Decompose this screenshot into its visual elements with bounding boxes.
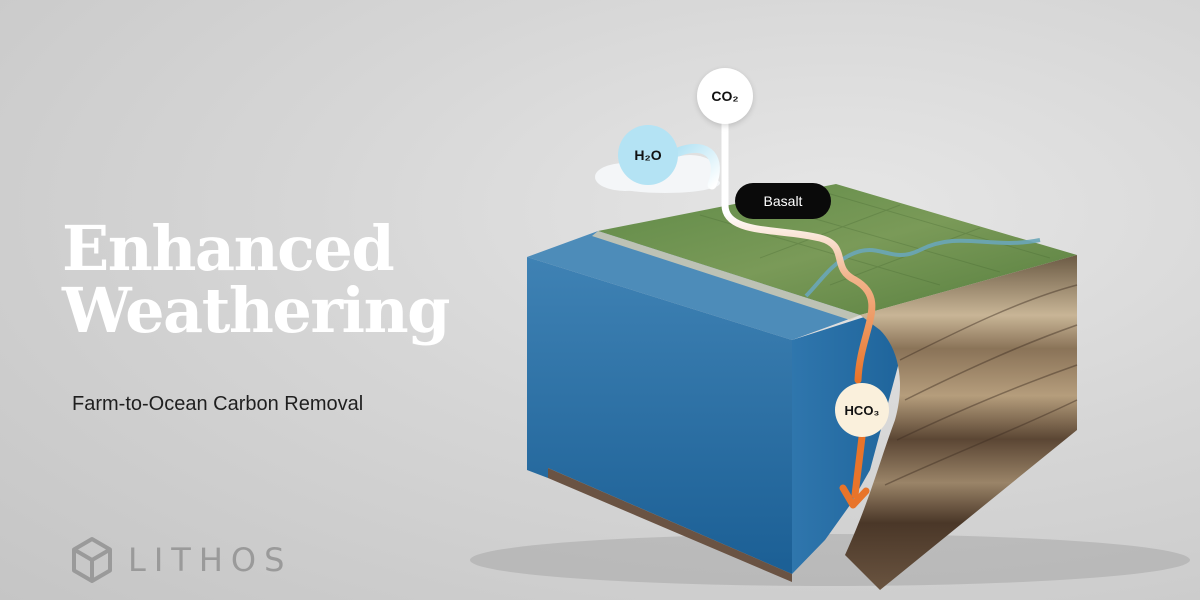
h2o-bubble: H₂O [618, 125, 678, 185]
strata-bands [884, 284, 1078, 486]
basalt-label: Basalt [735, 183, 831, 219]
sea-surface [527, 231, 860, 340]
hexagon-cube-icon [72, 537, 112, 583]
ocean-flow-line [851, 433, 866, 499]
water-side-face [527, 257, 792, 574]
water-vapor-flow [673, 143, 720, 190]
co2-bubble: CO₂ [697, 68, 753, 124]
hco3-bubble: HCO₃ [835, 383, 889, 437]
beach [592, 231, 860, 320]
water-front-face [792, 312, 905, 574]
headline: Enhanced Weathering [62, 212, 451, 347]
brand-name: LITHOS [128, 541, 293, 579]
river [804, 238, 1041, 298]
headline-line-2: Weathering [62, 274, 451, 347]
subtitle: Farm-to-Ocean Carbon Removal [72, 393, 364, 415]
carbon-flow-line [721, 120, 876, 384]
seabed-left [548, 468, 792, 582]
arrow-down-icon [839, 484, 870, 509]
rock-strata [845, 255, 1077, 590]
block-shadow [470, 534, 1190, 586]
headline-line-1: Enhanced [62, 212, 395, 285]
brand-logo: LITHOS [70, 536, 292, 584]
